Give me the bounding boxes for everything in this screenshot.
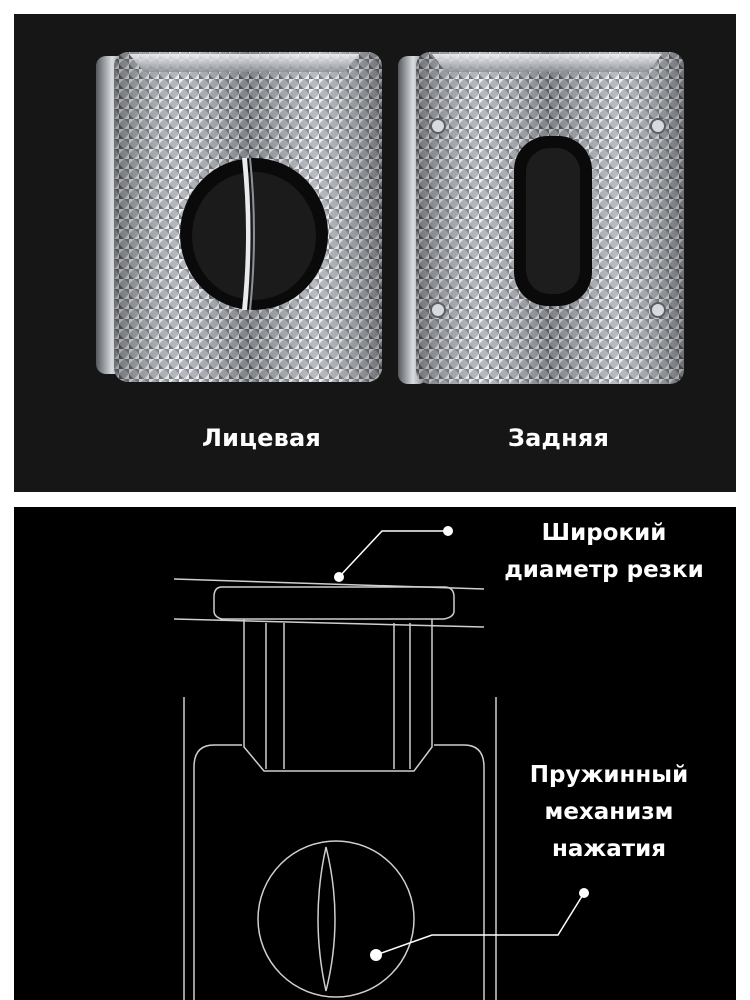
cutter-photos [96,52,684,384]
callout-wide-cut-diameter: Широкий диаметр резки [470,515,736,589]
back-view-label: Задняя [507,424,610,452]
callout-wide-line1: Широкий [541,520,667,546]
product-photo-panel: Лицевая Задняя [14,14,736,492]
callout-spring-line3: нажатия [551,836,667,862]
callout-wide-line2: диаметр резки [504,557,704,583]
diagram-panel: Широкий диаметр резки Пружинный механизм… [14,507,736,1000]
callout-spring-line1: Пружинный [529,762,689,788]
callout-spring-line2: механизм [544,799,674,825]
callout-spring-mechanism: Пружинный механизм нажатия [494,757,724,868]
back-cutter-image [398,52,684,384]
front-view-label: Лицевая [201,424,321,452]
front-cutter-image [96,52,382,382]
cutter-line-drawing [173,526,589,1000]
